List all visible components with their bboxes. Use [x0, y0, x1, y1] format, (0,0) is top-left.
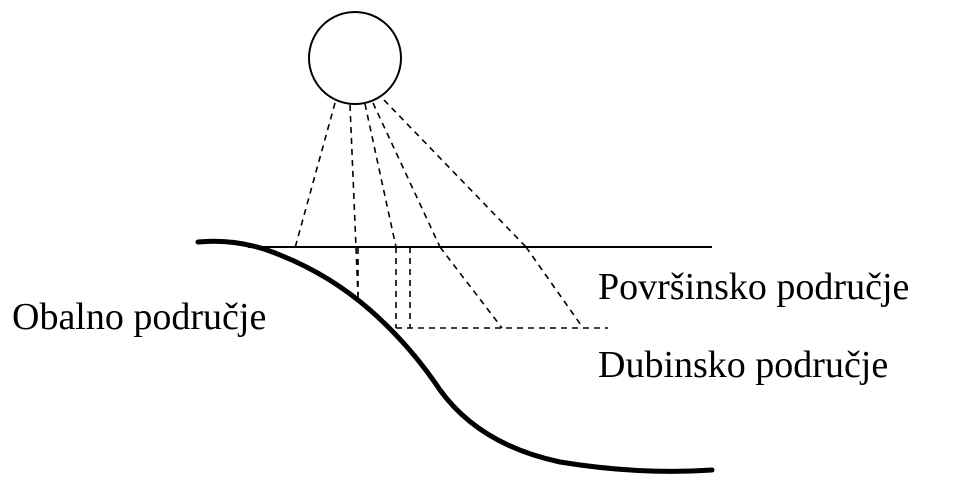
deep-zone-label: Dubinsko područje	[598, 344, 889, 386]
light-ray-refracted	[525, 246, 584, 329]
light-ray	[294, 102, 336, 249]
sun-icon	[308, 11, 402, 105]
seabed-profile	[195, 238, 715, 474]
light-rays	[294, 99, 608, 329]
light-ray	[364, 103, 397, 248]
coastal-zone-label: Obalno područje	[12, 296, 267, 338]
surface-zone-label: Površinsko područje	[598, 266, 910, 308]
light-ray	[349, 104, 359, 296]
light-ray	[372, 102, 441, 248]
light-ray-refracted	[439, 246, 503, 329]
light-ray	[383, 99, 527, 248]
